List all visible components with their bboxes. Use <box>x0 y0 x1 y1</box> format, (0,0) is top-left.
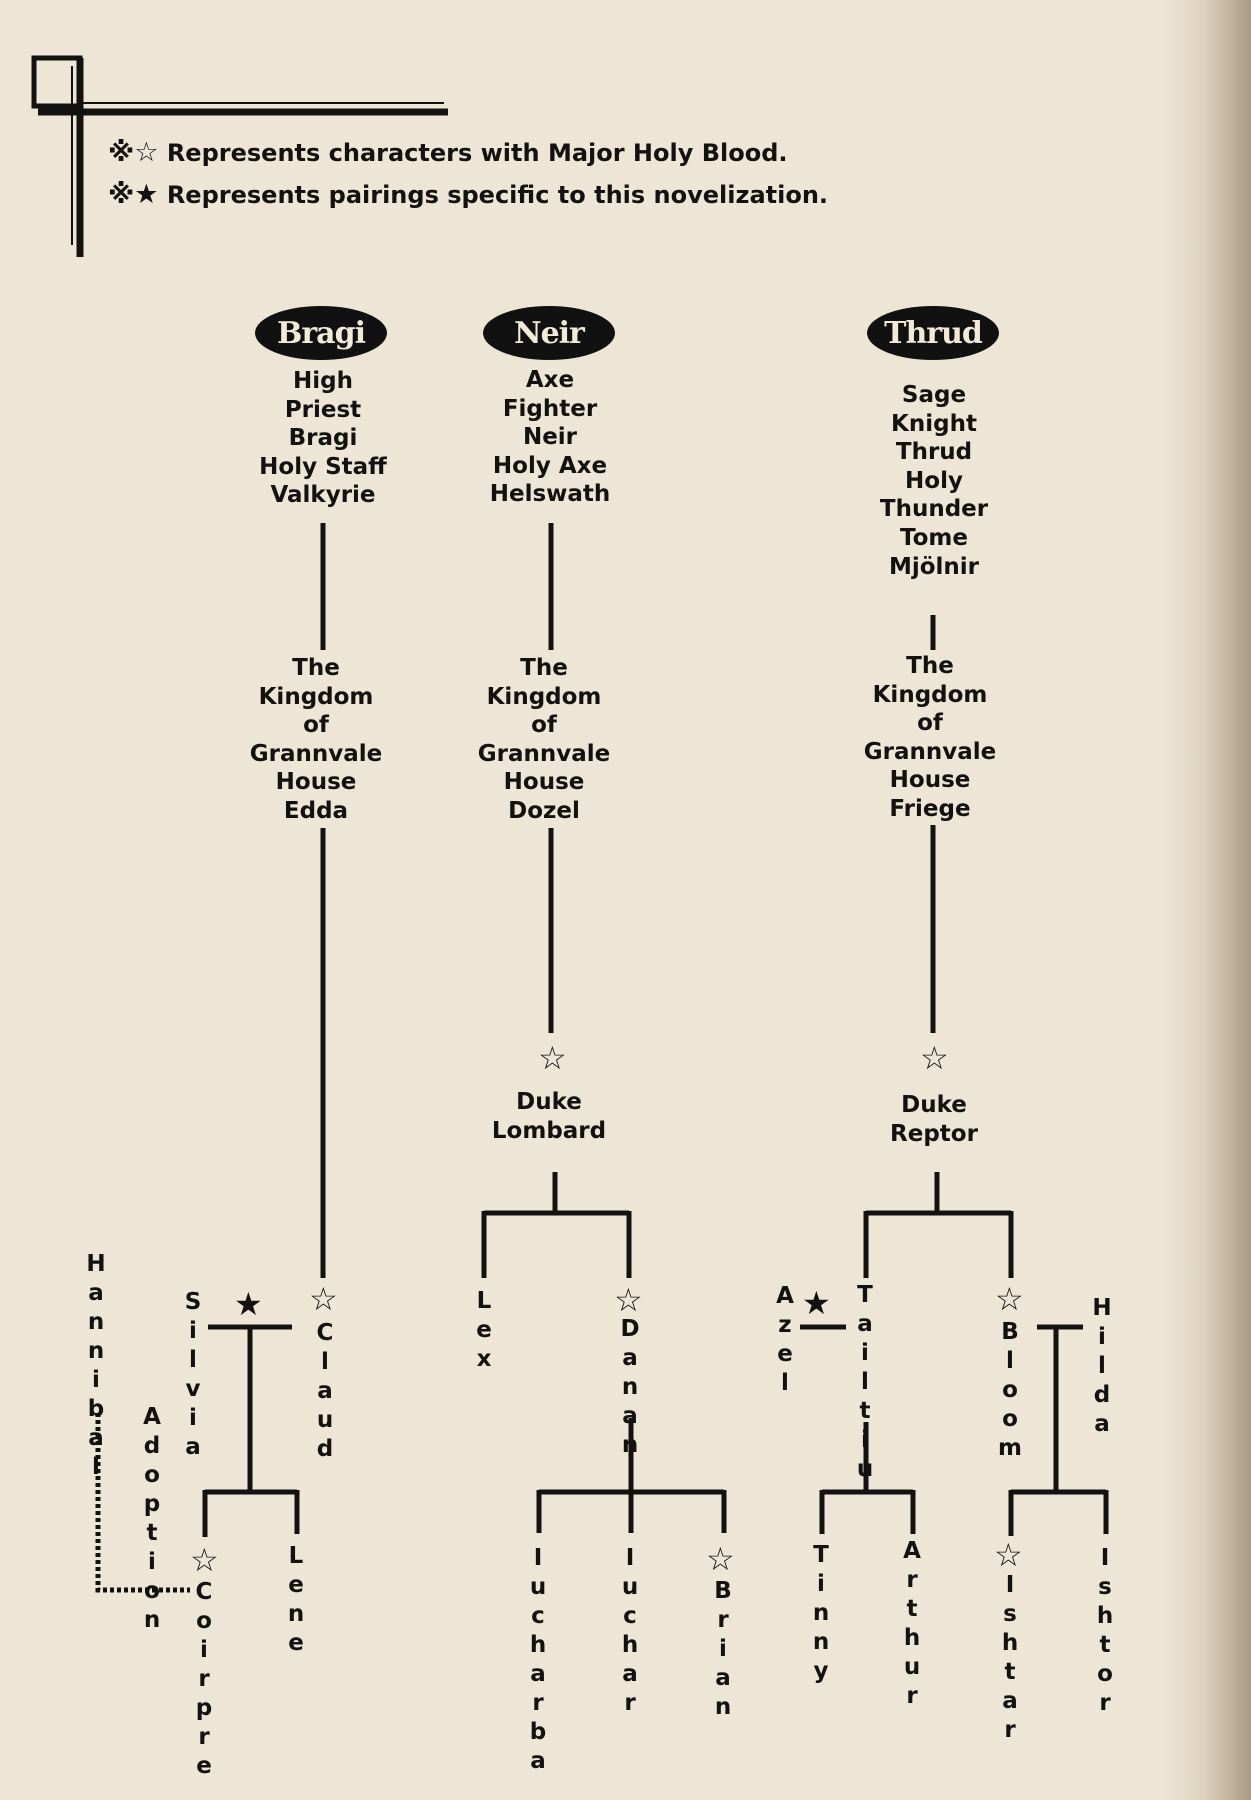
neir-emblem: Neir <box>483 306 615 360</box>
house-dozel: The Kingdom of Grannvale House Dozel <box>477 655 611 824</box>
name-arthur: Arthur <box>899 1538 925 1712</box>
brian-holy-blood-star: ☆ <box>706 1540 735 1578</box>
adoption-label: Adoption <box>139 1404 165 1636</box>
name-tinny: Tinny <box>808 1542 834 1687</box>
name-hilda: Hilda <box>1089 1295 1115 1440</box>
name-hannibal: Hannibal <box>83 1251 109 1483</box>
coirpre-holy-blood-star: ☆ <box>190 1541 219 1579</box>
bloom-holy-blood-star: ☆ <box>995 1280 1024 1318</box>
thrud-emblem: Thrud <box>867 306 999 360</box>
name-tailtiu: Tailtiu <box>852 1282 878 1485</box>
page-edge-shadow <box>1161 0 1251 1800</box>
duke-reptor: Duke Reptor <box>890 1092 978 1147</box>
house-friege: The Kingdom of Grannvale House Friege <box>863 653 997 822</box>
legend-corner-frame <box>31 55 448 257</box>
legend-row-major-holy-blood: ※☆ Represents characters with Major Holy… <box>108 139 788 167</box>
azel-tailtiu-pairing-star: ★ <box>802 1284 831 1322</box>
name-brian: Brian <box>710 1578 736 1723</box>
name-ishtor: Ishtor <box>1092 1545 1118 1719</box>
legend-row-novel-pairings: ※★ Represents pairings specific to this … <box>108 181 828 209</box>
name-ishtar: Ishtar <box>997 1572 1023 1746</box>
name-coirpre: Coirpre <box>191 1579 217 1782</box>
open-star-key-icon: ※☆ <box>108 137 159 168</box>
lombard-holy-blood-star: ☆ <box>538 1039 567 1077</box>
name-bloom: Bloom <box>997 1319 1023 1464</box>
bragi-emblem: Bragi <box>255 306 387 360</box>
duke-lombard: Duke Lombard <box>491 1089 607 1144</box>
legend-open-star-text: Represents characters with Major Holy Bl… <box>166 139 788 167</box>
reptor-holy-blood-star: ☆ <box>920 1039 949 1077</box>
name-iuchar: Iuchar <box>617 1545 643 1719</box>
neir-title: Axe Fighter Neir Holy Axe Helswath <box>489 367 611 508</box>
name-lex: Lex <box>471 1288 497 1375</box>
thrud-title: Sage Knight Thrud Holy Thunder Tome Mjöl… <box>879 382 989 580</box>
house-edda: The Kingdom of Grannvale House Edda <box>249 655 383 824</box>
ishtar-holy-blood-star: ☆ <box>994 1536 1023 1574</box>
name-azel: Azel <box>772 1283 798 1399</box>
filled-star-key-icon: ※★ <box>108 179 159 210</box>
name-silvia: Silvia <box>180 1289 206 1463</box>
claud-holy-blood-star: ☆ <box>309 1280 338 1318</box>
name-lene: Lene <box>283 1543 309 1659</box>
name-claud: Claud <box>312 1320 338 1465</box>
legend-filled-star-text: Represents pairings specific to this nov… <box>166 181 829 209</box>
danan-holy-blood-star: ☆ <box>614 1281 643 1319</box>
name-iucharba: Iucharba <box>525 1545 551 1777</box>
name-danan: Danan <box>617 1316 643 1461</box>
bragi-title: High Priest Bragi Holy Staff Valkyrie <box>259 368 387 509</box>
silvia-claud-pairing-star: ★ <box>234 1285 263 1323</box>
